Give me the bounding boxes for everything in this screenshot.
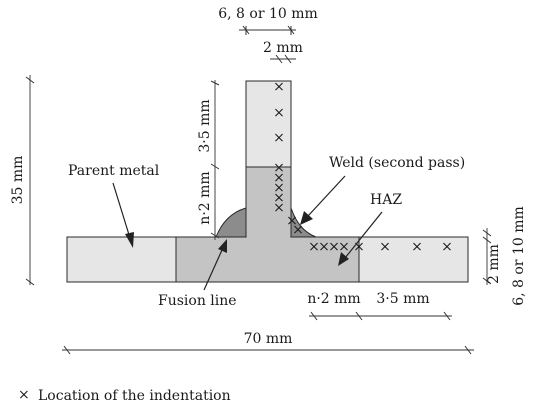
svg-text:×: × <box>273 200 285 216</box>
label-right-2mm: 2 mm <box>486 244 502 284</box>
label-top-gap: 2 mm <box>263 40 303 56</box>
svg-text:×: × <box>328 239 340 255</box>
svg-text:×: × <box>273 130 285 146</box>
dim-top-thickness: 6, 8 or 10 mm <box>218 6 318 35</box>
weld-bead-right <box>290 207 317 238</box>
svg-text:×: × <box>273 170 285 186</box>
label-bottom-35: 3·5 mm <box>376 291 429 307</box>
svg-text:×: × <box>273 180 285 196</box>
label-vert-35: 3·5 mm <box>197 99 213 152</box>
legend-marker: × <box>18 387 30 403</box>
legend: × Location of the indentation <box>18 387 231 404</box>
arrow-fusion-line <box>203 239 227 291</box>
label-top-thickness: 6, 8 or 10 mm <box>218 6 318 22</box>
dim-bottom-segments: n·2 mm 3·5 mm <box>307 291 452 321</box>
svg-text:×: × <box>411 239 423 255</box>
dim-height-total: 35 mm <box>10 75 35 286</box>
svg-text:×: × <box>353 239 365 255</box>
svg-text:×: × <box>318 239 330 255</box>
label-width-total: 70 mm <box>244 331 293 347</box>
svg-text:×: × <box>273 79 285 95</box>
dim-top-gap: 2 mm <box>263 40 303 64</box>
arrow-haz <box>338 211 383 266</box>
label-right-thickness: 6, 8 or 10 mm <box>511 206 527 306</box>
arrow-parent-metal <box>112 182 134 248</box>
dim-width-total: 70 mm <box>62 331 474 355</box>
indentation-markers: × × × × × × × × × × × × × × × × × × <box>273 79 453 255</box>
weld-bead-left <box>215 207 247 238</box>
svg-text:×: × <box>441 239 453 255</box>
label-vert-n2: n·2 mm <box>197 171 213 224</box>
dim-right-2mm: 2 mm <box>482 228 502 285</box>
legend-text: Location of the indentation <box>38 388 231 404</box>
dim-right-thickness: 6, 8 or 10 mm <box>511 206 527 306</box>
svg-text:×: × <box>308 239 320 255</box>
svg-text:×: × <box>273 160 285 176</box>
label-parent-metal: Parent metal <box>68 163 160 179</box>
label-haz: HAZ <box>370 192 402 208</box>
svg-text:×: × <box>273 105 285 121</box>
label-weld-second-pass: Weld (second pass) <box>329 155 465 171</box>
label-fusion-line: Fusion line <box>158 293 237 309</box>
svg-text:×: × <box>292 222 304 238</box>
svg-text:×: × <box>379 239 391 255</box>
svg-text:×: × <box>273 190 285 206</box>
dim-stem-segments: 3·5 mm n·2 mm <box>197 80 220 240</box>
svg-text:×: × <box>286 213 298 229</box>
haz-region-stem <box>245 166 292 238</box>
haz-region-base <box>176 237 359 282</box>
label-bottom-n2: n·2 mm <box>307 291 360 307</box>
arrow-weld <box>300 175 346 225</box>
label-height-total: 35 mm <box>10 156 26 205</box>
svg-text:×: × <box>338 239 350 255</box>
